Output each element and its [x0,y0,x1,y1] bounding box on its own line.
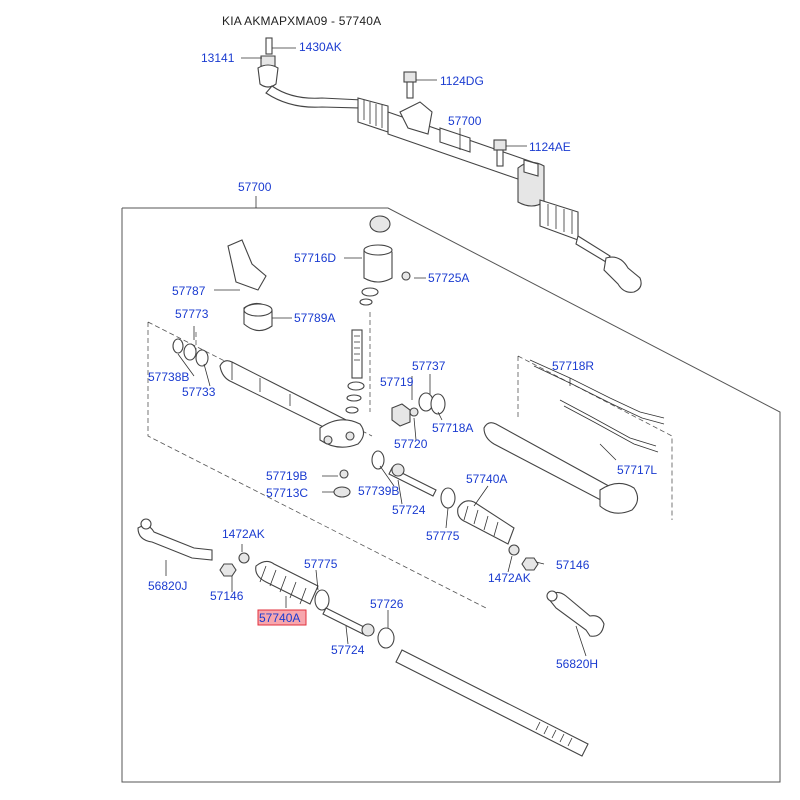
cotter-pin[interactable] [265,37,273,55]
label-56820J[interactable]: 56820J [148,579,187,593]
label-57775-right[interactable]: 57775 [426,529,460,543]
label-57739B[interactable]: 57739B [358,484,399,498]
label-57737[interactable]: 57737 [412,359,446,373]
housing-bracket[interactable] [399,101,433,135]
label-57718R[interactable]: 57718R [552,359,594,373]
highlight-box [257,609,307,626]
label-57726[interactable]: 57726 [370,597,404,611]
label-1124AE[interactable]: 1124AE [529,140,571,154]
label-57738B[interactable]: 57738B [148,370,189,384]
label-57716D[interactable]: 57716D [294,251,336,265]
label-57146-right[interactable]: 57146 [556,558,590,572]
label-57733[interactable]: 57733 [182,385,216,399]
tie-rod-end-56820J[interactable] [137,525,213,561]
nut-1472AK-left[interactable] [238,552,250,564]
middle-parts [137,215,665,757]
tie-rod-right[interactable] [575,235,611,263]
seal-57719[interactable] [391,403,411,427]
label-1472AK-right[interactable]: 1472AK [488,571,531,585]
tie-rod-arm-top[interactable] [265,85,363,109]
ring-57738B[interactable] [172,338,184,354]
label-57700-box[interactable]: 57700 [238,180,272,194]
label-57787[interactable]: 57787 [172,284,206,298]
label-57789A[interactable]: 57789A [294,311,335,325]
bellows-boot-top-left[interactable] [357,97,389,133]
label-57719[interactable]: 57719 [380,375,414,389]
nut-57719B[interactable] [339,469,349,479]
ring-57718A[interactable] [430,393,446,415]
cap-57716D[interactable] [369,215,391,233]
feed-line-57718R[interactable] [529,359,665,419]
label-1430AK[interactable]: 1430AK [299,40,342,54]
ring-57775-left[interactable] [314,589,330,611]
exploded-view-frame [121,196,781,783]
feed-line-57717L[interactable] [559,399,657,447]
o-ring-upper[interactable] [361,287,379,297]
label-57775-left[interactable]: 57775 [304,557,338,571]
nut-1472AK-right[interactable] [508,544,520,556]
label-57719B[interactable]: 57719B [266,469,307,483]
ring-57733[interactable] [195,349,209,367]
inner-tie-rod-bottom[interactable] [322,607,367,635]
label-57725A[interactable]: 57725A [428,271,469,285]
label-56820H[interactable]: 56820H [556,657,598,671]
label-57717L[interactable]: 57717L [617,463,657,477]
ring-57739B[interactable] [371,450,385,470]
label-1124DG[interactable]: 1124DG [440,74,484,88]
page-title: KIA AKMAPXMA09 - 57740A [222,14,382,28]
bolt-1124DG[interactable] [403,71,417,83]
ring-57775-right[interactable] [440,487,456,509]
label-57724-bottom[interactable]: 57724 [331,643,365,657]
ring-57773[interactable] [183,343,197,361]
tie-rod-end-top-right[interactable] [603,256,642,293]
label-13141[interactable]: 13141 [201,51,235,65]
tie-rod-end-top[interactable] [257,64,279,88]
bolt-1124AE[interactable] [493,139,507,151]
cap-57713C[interactable] [333,486,351,498]
spacer-57726[interactable] [377,627,395,649]
label-57740A-highlighted[interactable]: 57740A [259,611,300,625]
clamp-57146-left[interactable] [219,563,237,577]
bellows-boot-57740A[interactable] [255,560,319,605]
label-57720[interactable]: 57720 [394,437,428,451]
washer-57720[interactable] [409,407,419,417]
tie-rod-end-56820H[interactable] [547,591,605,637]
label-57713C[interactable]: 57713C [266,486,308,500]
label-57740A-right[interactable]: 57740A [466,472,507,486]
label-57700-top[interactable]: 57700 [448,114,482,128]
part-labels: 13141 1430AK 1124DG 57700 1124AE 57700 5… [148,40,657,671]
housing-end-ghost [599,482,639,514]
clamp-57146-right[interactable] [521,557,539,571]
label-57773[interactable]: 57773 [175,307,209,321]
leader-lines [165,257,617,657]
gear-housing-ghost [483,422,617,509]
label-57146-left[interactable]: 57146 [210,589,244,603]
bracket-57787[interactable] [227,239,267,291]
label-57718A[interactable]: 57718A [432,421,473,435]
screw-57725A[interactable] [401,271,411,281]
rack-bar[interactable] [395,649,589,757]
label-57724-mid[interactable]: 57724 [392,503,426,517]
top-assembly [241,37,642,293]
label-1472AK-left[interactable]: 1472AK [222,527,265,541]
